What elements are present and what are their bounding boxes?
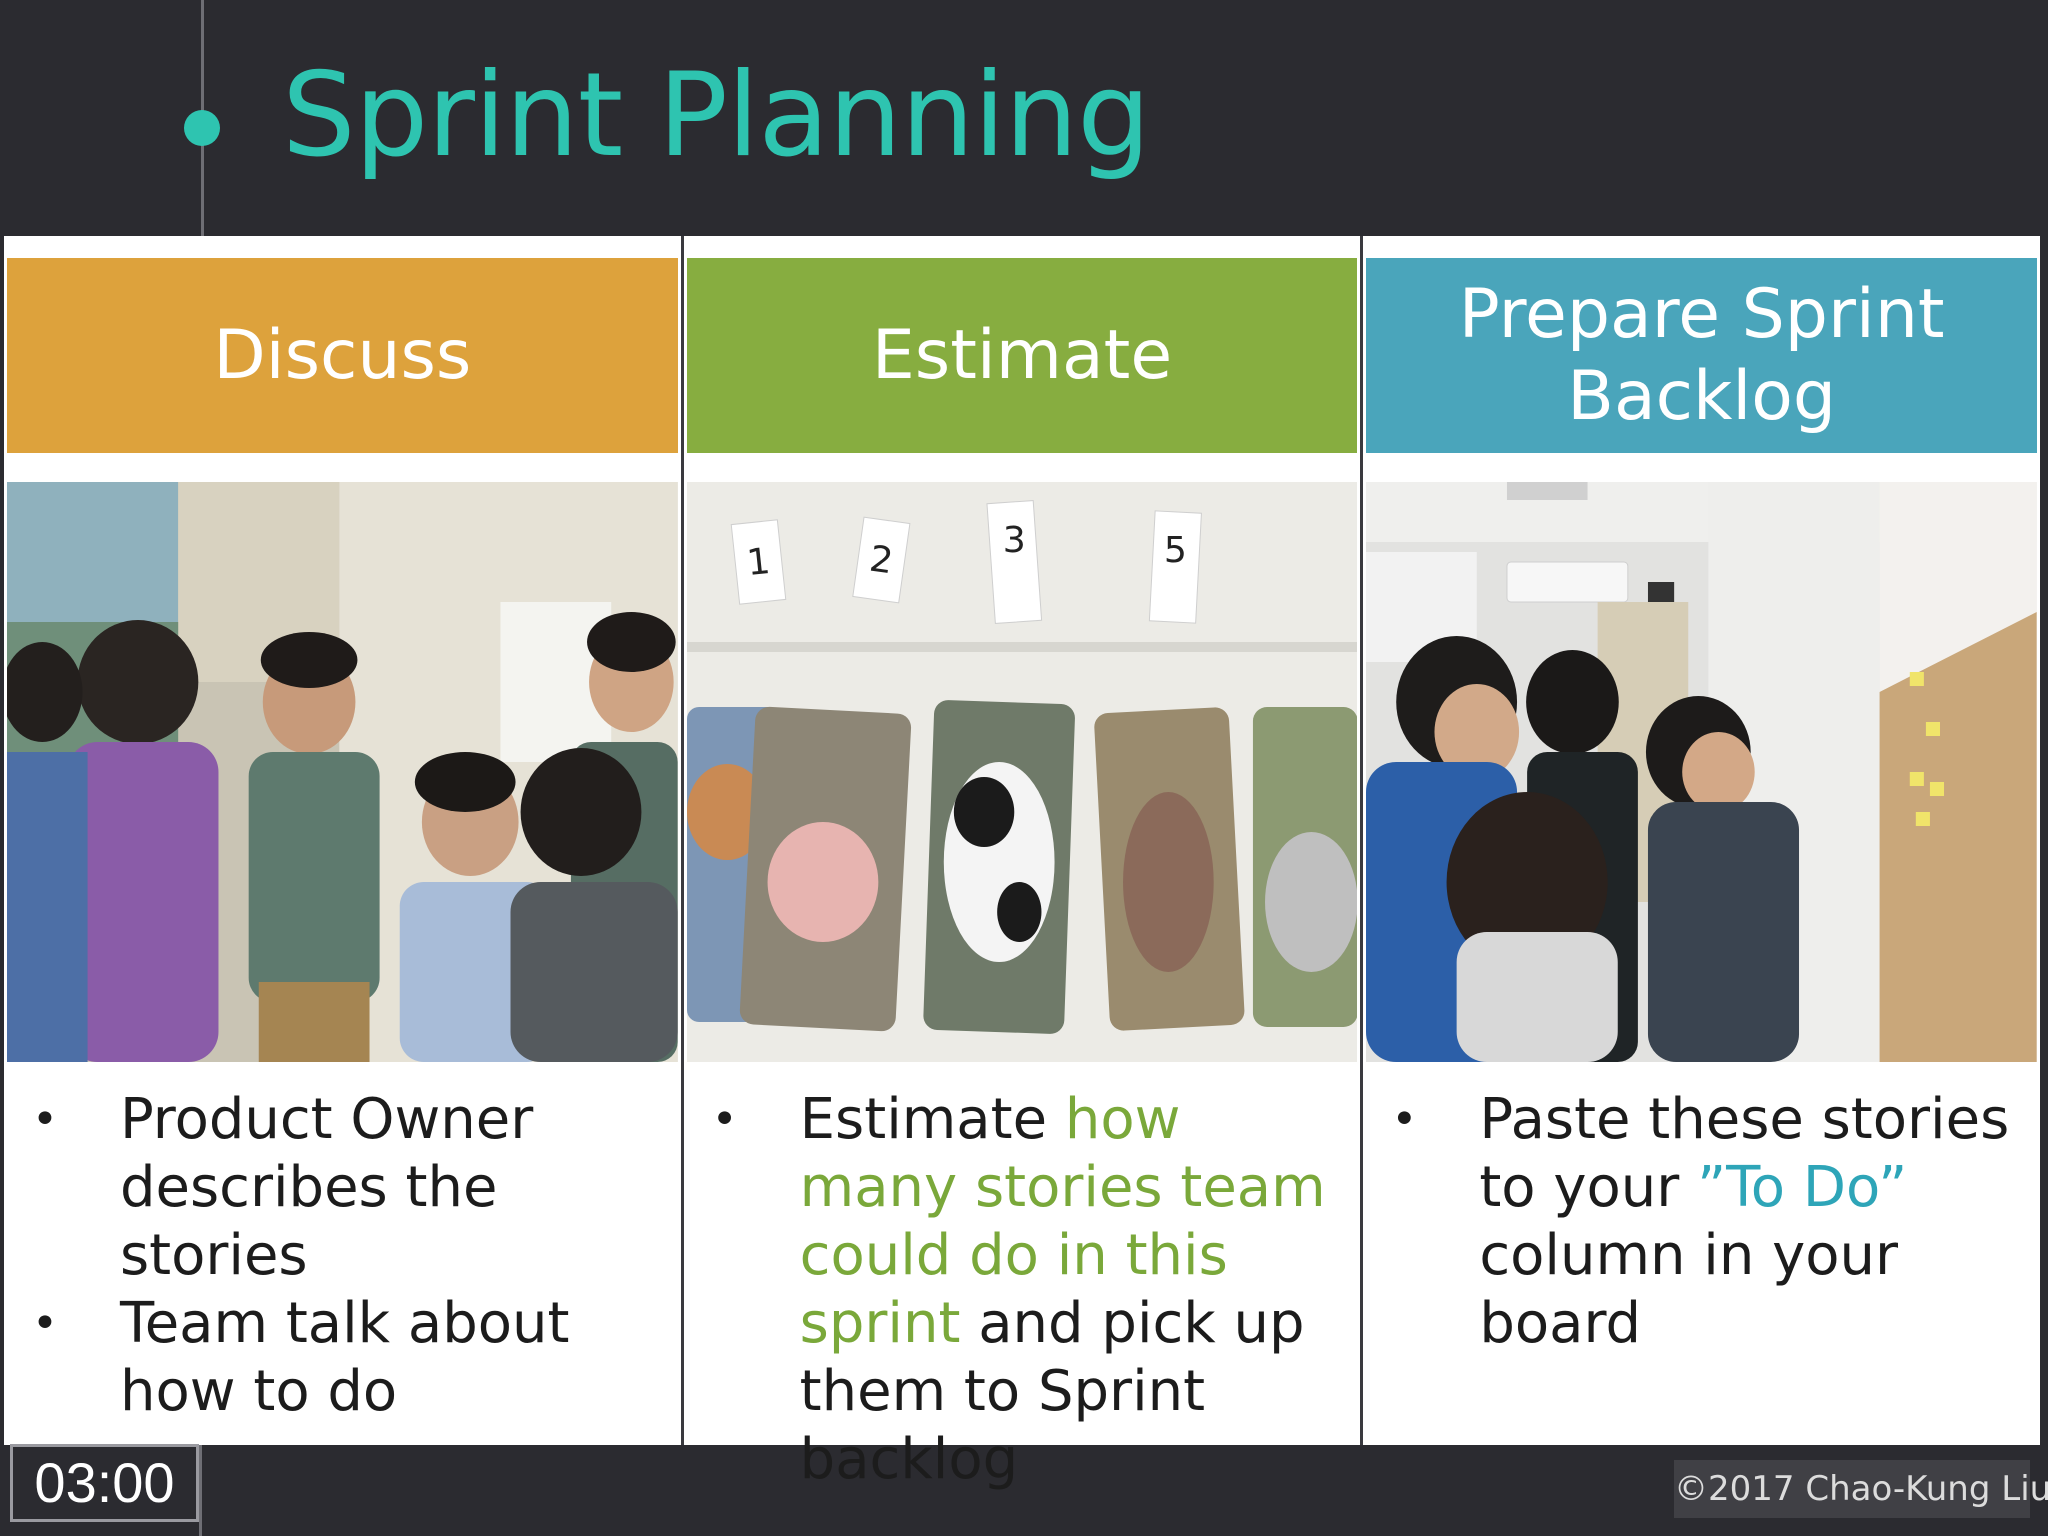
estimation-cards-photo: 1 2 3 5 — [686, 482, 1358, 1062]
header-discuss: Discuss — [7, 258, 678, 453]
planning-table: Discuss — [4, 236, 2040, 1492]
card-number-3: 3 — [1002, 518, 1025, 561]
column-estimate: Estimate 1 2 3 5 — [684, 236, 1364, 1492]
header-estimate: Estimate — [686, 258, 1358, 453]
header-prepare-backlog: Prepare Sprint Backlog — [1366, 258, 2038, 453]
footer-divider-line — [199, 1445, 202, 1536]
discuss-bullet-list: Product Owner describes the stories Team… — [24, 1086, 667, 1426]
highlight-text: ”To Do” — [1697, 1155, 1908, 1220]
list-item: Paste these stories to your ”To Do” colu… — [1383, 1086, 2026, 1358]
card-number-5: 5 — [1164, 528, 1187, 571]
column-prepare-backlog: Prepare Sprint Backlog — [1363, 236, 2040, 1445]
slide-title: Sprint Planning — [282, 48, 1151, 183]
highlight-text: how many stories team could do in this s… — [799, 1087, 1326, 1356]
estimate-bullet-list: Estimate how many stories team could do … — [704, 1086, 1347, 1494]
column-discuss: Discuss — [4, 236, 684, 1445]
copyright-notice: ©2017 Chao-Kung Liu — [1674, 1460, 2048, 1518]
list-item: Team talk about how to do — [24, 1290, 667, 1426]
title-bullet-dot — [184, 110, 220, 146]
countdown-timer: 03:00 — [10, 1444, 199, 1522]
team-discussion-photo — [7, 482, 678, 1062]
list-item: Estimate how many stories team could do … — [704, 1086, 1347, 1494]
prepare-bullet-list: Paste these stories to your ”To Do” colu… — [1383, 1086, 2026, 1358]
list-item: Product Owner describes the stories — [24, 1086, 667, 1290]
board-posting-photo — [1366, 482, 2038, 1062]
card-number-1: 1 — [744, 539, 771, 584]
